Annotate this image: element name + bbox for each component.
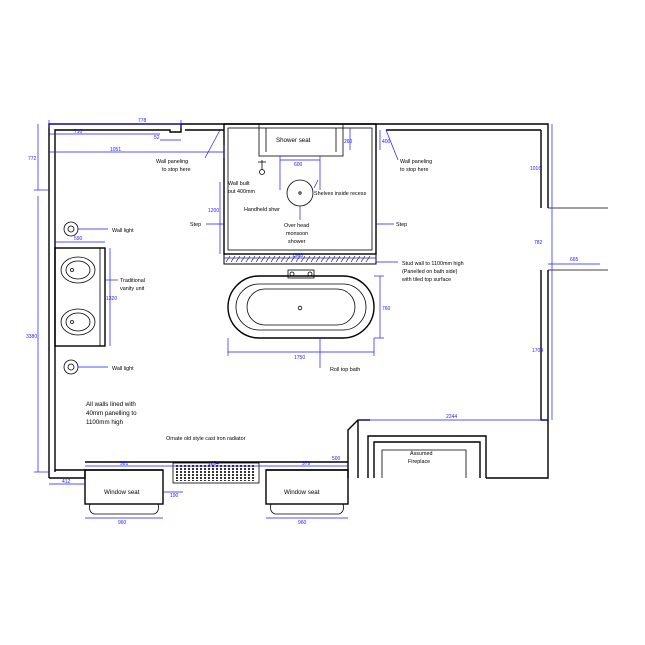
wall-paneling-right-label-2: to stop here xyxy=(400,167,428,173)
step-right-label: Step xyxy=(396,222,407,228)
dim-665: 665 xyxy=(570,257,579,263)
cast-iron-radiator xyxy=(172,462,260,484)
overhead-label-2: monsoon xyxy=(286,231,308,237)
shelves-label: Shelves inside recess xyxy=(314,191,366,197)
dim-979: 979 xyxy=(302,461,311,467)
wall-paneling-right-label: Wall paneling xyxy=(400,159,432,165)
window-seat-right xyxy=(265,469,349,515)
wall-light-top-icon xyxy=(63,221,79,237)
dim-2244: 2244 xyxy=(446,414,457,420)
dim-778: 778 xyxy=(138,118,147,124)
dim-1154: 1154 xyxy=(208,461,219,467)
wall-built-label: Wall built xyxy=(228,181,250,187)
plan-labels: Shower seat Wall paneling to stop here W… xyxy=(86,137,464,496)
dim-412: 412 xyxy=(62,479,71,485)
dim-1704: 1704 xyxy=(532,348,543,354)
annotation-leaders xyxy=(78,129,399,368)
fireplace-label: Assumed xyxy=(410,451,432,457)
dim-782: 782 xyxy=(534,240,543,246)
stud-wall xyxy=(223,253,377,265)
step-left-label: Step xyxy=(190,222,201,228)
overhead-label-3: shower xyxy=(288,239,306,245)
vanity-unit xyxy=(54,247,106,347)
dim-1750: 1750 xyxy=(294,355,305,361)
roll-top-bath xyxy=(227,269,375,339)
overhead-label: Over head xyxy=(284,223,309,229)
assumed-fireplace xyxy=(367,435,487,478)
wall-paneling-left-label: Wall paneling xyxy=(156,159,188,165)
window-seat-left xyxy=(84,469,164,515)
wall-paneling-left-label-2: to stop here xyxy=(162,167,190,173)
handheld-shower-label: Handheld shwr xyxy=(244,207,280,213)
shower-seat-label: Shower seat xyxy=(276,137,311,144)
dim-600: 600 xyxy=(294,162,303,168)
dim-400: 400 xyxy=(382,139,391,145)
dim-772: 772 xyxy=(28,156,37,162)
walls-lined-label-3: 1100mm high xyxy=(86,419,124,426)
fireplace-label-2: Fireplace xyxy=(408,459,430,465)
handheld-shower-icon xyxy=(259,169,265,175)
dim-1016: 1016 xyxy=(530,166,541,172)
dim-1051: 1051 xyxy=(110,147,121,153)
dim-981: 981 xyxy=(120,461,129,467)
dim-1320: 1320 xyxy=(106,296,117,302)
shower-seat xyxy=(258,123,344,157)
shower-enclosure xyxy=(223,123,377,265)
dim-590: 590 xyxy=(74,236,83,242)
dimension-lines xyxy=(34,120,600,519)
vanity-label: Traditional xyxy=(120,278,145,284)
vanity-label-2: vanity unit xyxy=(120,286,145,292)
wall-light-top-label: Wall light xyxy=(112,228,134,234)
overhead-shower-icon xyxy=(286,179,314,207)
room-walls xyxy=(48,123,608,479)
dim-52: 52 xyxy=(154,135,160,141)
walls-lined-label-2: 40mm panelling to xyxy=(86,410,137,417)
wall-light-bottom-icon xyxy=(63,359,79,375)
dim-190: 190 xyxy=(170,493,179,499)
dimension-texts: 778 710 52 1051 772 3380 412 600 260 400… xyxy=(26,118,579,526)
dim-960-left: 960 xyxy=(118,520,127,526)
dim-1968: 1968 xyxy=(292,253,303,259)
dim-3380: 3380 xyxy=(26,334,37,340)
radiator-label: Ornate old style cast iron radiator xyxy=(166,436,246,442)
dim-960-right: 960 xyxy=(298,520,307,526)
wall-light-bottom-label: Wall light xyxy=(112,366,134,372)
dim-260: 260 xyxy=(344,139,353,145)
dim-500: 500 xyxy=(332,456,341,462)
roll-top-bath-label: Roll top bath xyxy=(330,367,360,373)
stud-wall-label: Stud wall to 1100mm high xyxy=(402,261,464,267)
window-seat-left-label: Window seat xyxy=(104,489,140,496)
walls-lined-label: All walls lined with xyxy=(86,401,136,408)
dim-760: 760 xyxy=(382,306,391,312)
wall-built-label-2: out 400mm xyxy=(228,189,255,195)
dim-1200: 1200 xyxy=(208,208,219,214)
window-seat-right-label: Window seat xyxy=(284,489,320,496)
dim-710: 710 xyxy=(74,129,83,135)
stud-wall-label-3: with tiled top surface xyxy=(401,277,451,283)
stud-wall-label-2: (Panelled on bath side) xyxy=(402,269,458,275)
